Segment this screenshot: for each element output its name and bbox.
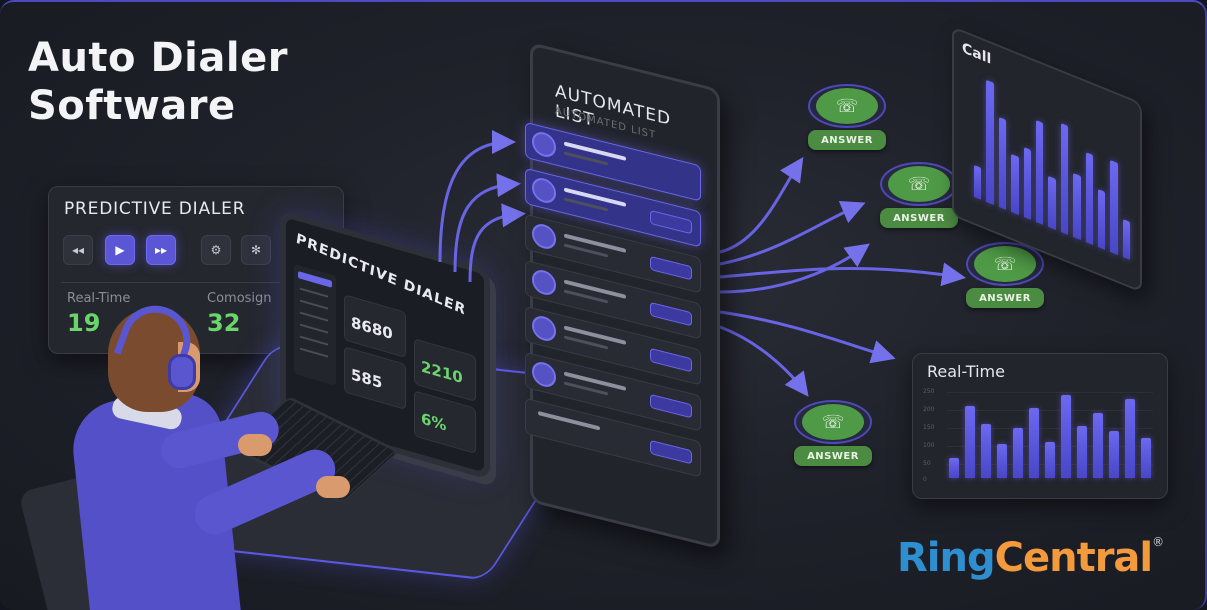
contact-avatar-icon	[532, 267, 556, 298]
title-line-2: Software	[28, 83, 236, 129]
chart-bar	[1085, 152, 1093, 245]
settings-button[interactable]: ⚙	[201, 235, 231, 265]
chart-bar	[1061, 395, 1071, 478]
registered-mark: ®	[1152, 535, 1164, 549]
snowflake-button[interactable]: ✻	[241, 235, 271, 265]
chart-bar	[965, 406, 975, 478]
stat-label-campaign: Comosign	[207, 291, 272, 306]
chart-bar	[1122, 218, 1131, 260]
logo-ring: Ring	[897, 535, 996, 581]
title-line-1: Auto Dialer	[28, 35, 288, 81]
chart-bar	[1035, 119, 1044, 225]
chart-bar	[1109, 431, 1119, 478]
chart-title: Real-Time	[927, 362, 1005, 381]
stat-value-campaign: 32	[207, 309, 241, 337]
divider	[61, 282, 331, 283]
answer-label: ANSWER	[966, 288, 1044, 308]
contact-avatar-icon	[532, 221, 556, 252]
chart-bar	[1141, 438, 1151, 478]
chart-bar	[981, 424, 991, 478]
phone-icon: ☏	[907, 173, 931, 195]
answer-badge[interactable]: ☏ ANSWER	[962, 242, 1048, 312]
chart-bar	[986, 80, 994, 205]
chart-bar	[1125, 398, 1135, 478]
y-tick: 50	[923, 460, 931, 467]
logo-central: Central	[994, 535, 1154, 581]
answer-label: ANSWER	[808, 130, 886, 150]
chart-bar	[1048, 175, 1056, 230]
chart-bar	[998, 117, 1007, 210]
chart-bar	[1097, 189, 1106, 250]
phone-icon: ☏	[821, 411, 845, 433]
contact-avatar-icon	[532, 359, 556, 390]
chart-bar	[949, 458, 959, 478]
status-tag	[650, 347, 692, 373]
fast-forward-button[interactable]: ▸▸	[146, 235, 176, 265]
status-tag	[650, 209, 692, 235]
realtime-chart: Real-Time 250 200 150 100 50 0	[912, 353, 1168, 499]
chart-title: Call	[962, 40, 992, 68]
contact-avatar-icon	[532, 129, 556, 160]
answer-badge[interactable]: ☏ ANSWER	[804, 84, 890, 154]
phone-icon: ☏	[835, 95, 859, 117]
stat-value-realtime: 19	[67, 309, 101, 337]
y-tick: 150	[923, 424, 935, 431]
y-tick: 100	[923, 442, 935, 449]
play-icon: ▶	[115, 243, 125, 257]
answer-label: ANSWER	[794, 446, 872, 466]
chart-bar	[1023, 146, 1031, 220]
y-tick: 0	[923, 476, 927, 483]
contact-avatar-icon	[532, 313, 556, 344]
chart-bar	[974, 164, 982, 200]
panel-title: PREDICTIVE DIALER	[64, 199, 246, 219]
chart-bar	[1011, 154, 1019, 215]
settings-icon: ⚙	[210, 243, 222, 257]
headset-earcup	[168, 354, 196, 390]
chart-bar	[1060, 123, 1069, 235]
chart-bars	[974, 69, 1131, 260]
chart-bar	[1029, 407, 1039, 478]
chart-bar	[1045, 442, 1055, 478]
status-tag	[650, 255, 692, 281]
page-title: Auto Dialer Software	[28, 34, 288, 130]
fast-forward-icon: ▸▸	[154, 243, 168, 257]
status-tag	[650, 301, 692, 327]
chart-bar	[1110, 159, 1118, 255]
answer-label: ANSWER	[880, 208, 958, 228]
chart-bar	[1077, 425, 1087, 478]
contact-avatar-icon	[532, 175, 556, 206]
agent-hand	[316, 476, 350, 498]
answer-badge[interactable]: ☏ ANSWER	[790, 400, 876, 470]
rewind-button[interactable]: ◂◂	[63, 235, 93, 265]
y-tick: 200	[923, 406, 935, 413]
phone-icon: ☏	[993, 253, 1017, 275]
stat-label-realtime: Real-Time	[67, 291, 131, 306]
chart-bars	[949, 388, 1151, 478]
answer-badge[interactable]: ☏ ANSWER	[876, 162, 962, 232]
status-tag	[650, 393, 692, 419]
agent-hand	[238, 434, 272, 456]
snowflake-icon: ✻	[250, 243, 262, 257]
play-button[interactable]: ▶	[105, 235, 135, 265]
chart-bar	[1013, 427, 1023, 478]
chart-bar	[1073, 172, 1081, 240]
automated-list-panel: AUTOMATED LIST AUTOMATED LIST	[525, 42, 720, 550]
y-tick: 250	[923, 388, 935, 395]
status-tag	[650, 439, 692, 465]
rewind-icon: ◂◂	[71, 243, 85, 257]
chart-bar	[1093, 413, 1103, 478]
chart-bar	[997, 443, 1007, 478]
ringcentral-logo: RingCentral®	[897, 535, 1164, 581]
